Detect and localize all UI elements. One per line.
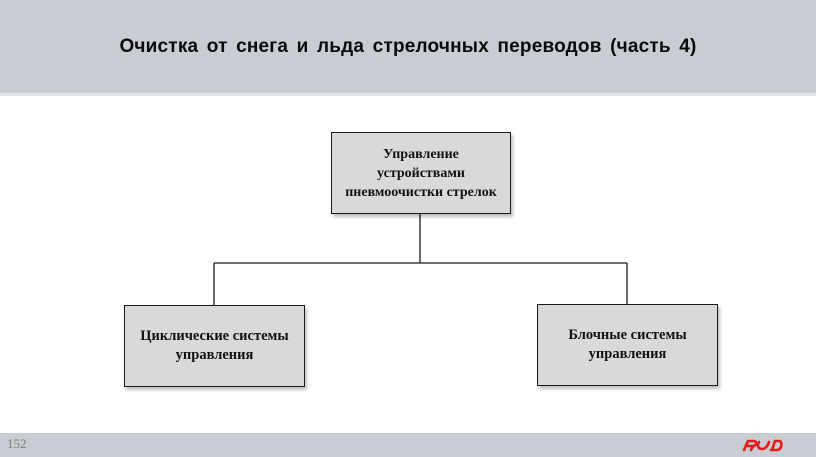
- slide-header: Очистка от снега и льда стрелочных перев…: [0, 0, 816, 93]
- rzd-logo-icon: [742, 439, 783, 452]
- child-node-cyclic: Циклические системы управления: [124, 305, 305, 387]
- slide-title: Очистка от снега и льда стрелочных перев…: [119, 36, 697, 57]
- child-node-block-label: Блочные системы управления: [568, 327, 687, 362]
- root-node: Управление устройствами пневмоочистки ст…: [331, 132, 511, 214]
- page-number: 152: [7, 436, 27, 451]
- root-node-label: Управление устройствами пневмоочистки ст…: [345, 146, 497, 200]
- header-divider: [0, 93, 816, 96]
- child-node-block: Блочные системы управления: [537, 304, 718, 386]
- slide-footer: 152: [0, 433, 816, 457]
- child-node-cyclic-label: Циклические системы управления: [140, 328, 289, 363]
